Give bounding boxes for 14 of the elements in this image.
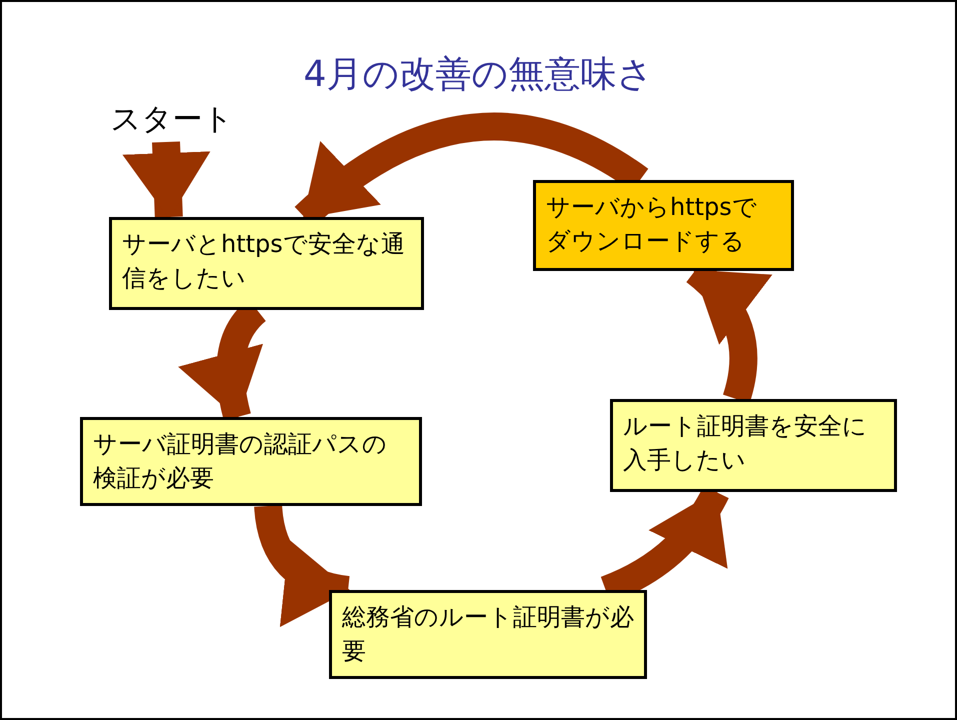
box-text: サーバからhttpsでダウンロードする — [546, 192, 758, 257]
process-box — [329, 590, 647, 679]
diagram-title: 4月の改善の無意味さ — [302, 53, 654, 97]
box-text: サーバとhttpsで安全な通信をしたい — [122, 229, 406, 294]
process-box — [109, 217, 424, 310]
box-text: 総務省のルート証明書が必要 — [342, 602, 634, 667]
arrow — [254, 504, 350, 624]
process-box — [610, 399, 897, 492]
start-label: スタート — [110, 101, 234, 139]
process-box — [80, 417, 422, 506]
box-text: ルート証明書を安全に入手したい — [623, 411, 868, 476]
process-box — [533, 180, 794, 271]
arrow — [122, 141, 210, 219]
box-text: サーバ証明書の認証パスの検証が必要 — [93, 429, 388, 494]
